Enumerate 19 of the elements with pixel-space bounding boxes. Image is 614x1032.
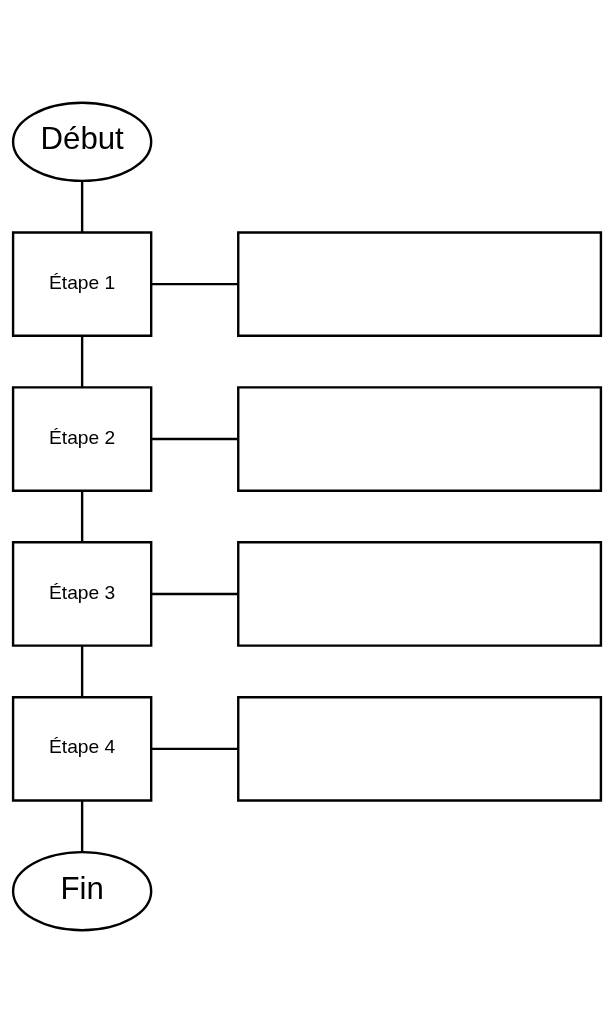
node-box — [237, 695, 603, 802]
connector — [80, 800, 84, 852]
connector — [151, 747, 238, 750]
node-ellipse: Fin — [11, 850, 153, 931]
connector — [151, 282, 238, 285]
connector — [151, 437, 238, 440]
node-box — [237, 540, 603, 647]
connector — [80, 645, 84, 697]
node-box: Étape 2 — [11, 385, 153, 492]
node-box: Étape 1 — [11, 230, 153, 337]
node-box: Étape 3 — [11, 540, 153, 647]
connector — [80, 335, 84, 387]
node-box — [237, 230, 603, 337]
node-ellipse: Début — [11, 101, 153, 182]
connector — [80, 490, 84, 542]
connector — [151, 592, 238, 595]
connector — [80, 180, 84, 232]
node-box — [237, 385, 603, 492]
node-box: Étape 4 — [11, 695, 153, 802]
